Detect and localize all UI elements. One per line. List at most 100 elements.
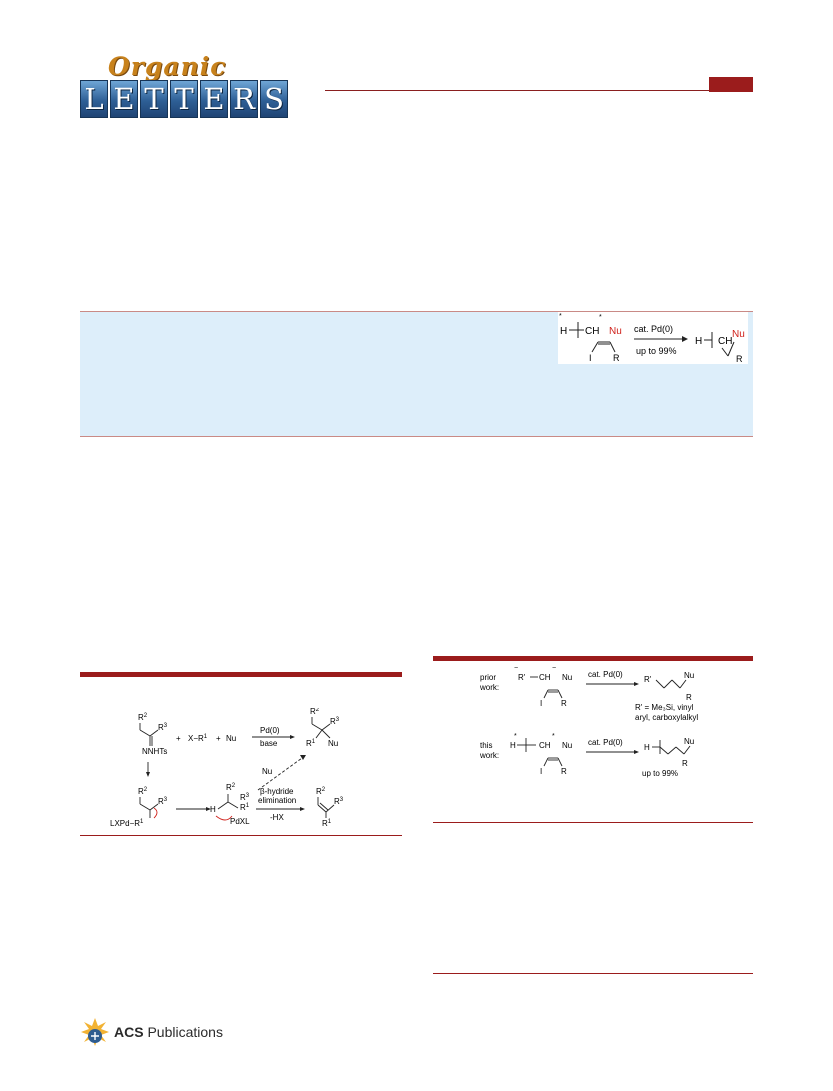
- sch1-bond: [671, 679, 681, 689]
- fig1-bond: [319, 802, 329, 811]
- fig1-bond: [149, 803, 159, 811]
- fig1-hydrazone: NNHTs: [142, 747, 167, 756]
- toc-nu: Nu: [609, 326, 622, 337]
- sch1-star: *: [552, 733, 555, 740]
- sch1-this-h: H: [510, 741, 516, 750]
- sch1-yield: up to 99%: [642, 769, 678, 778]
- sch1-this-rgroup: R: [561, 767, 567, 776]
- logo-letter: T: [140, 80, 168, 118]
- header-rule: [325, 90, 753, 91]
- sch1-prior-reagent: cat. Pd(0): [588, 670, 623, 679]
- fig1-bond: [139, 803, 151, 811]
- fig1-loss: -HX: [270, 813, 284, 822]
- fig1-dashed-arrow: [257, 757, 303, 791]
- sch1-prior-scope-1: R' = Me₃Si, vinyl: [635, 703, 694, 712]
- fig1-red-arrow: [215, 815, 233, 821]
- sch1-prior-product-r: R': [644, 675, 652, 684]
- fig1-bond: [325, 804, 335, 813]
- sch1-bond: [557, 689, 563, 699]
- sch1-prior-label: work:: [479, 683, 499, 692]
- fig1-bond: [321, 729, 331, 739]
- fig1-elimination-line2: elimination: [258, 796, 296, 805]
- toc-bond: [609, 341, 616, 353]
- logo-letter: E: [200, 80, 228, 118]
- sch1-bond: [557, 757, 563, 767]
- sch1-bond: [543, 757, 549, 767]
- fig1-alkyl-r1: R1: [240, 803, 250, 812]
- toc-product-r: R: [736, 354, 743, 364]
- toc-r: R: [613, 353, 620, 363]
- fig1-bond: [321, 723, 331, 731]
- sch1-prior-r: R': [518, 673, 526, 682]
- fig1-r2: R2: [138, 713, 148, 722]
- sch1-bond: [679, 679, 687, 689]
- toc-product-nu: Nu: [732, 329, 745, 340]
- toc-bond: [591, 341, 599, 353]
- fig1-arrowhead: [290, 735, 295, 739]
- toc-product-ch: CH: [718, 336, 732, 347]
- sch1-this-product-nu: Nu: [684, 737, 694, 746]
- sch1-this-ch: CH: [539, 741, 551, 750]
- toc-arrowhead: [682, 336, 688, 342]
- fig1-coupling-partner: X−R1: [188, 734, 208, 743]
- sch1-prior-ch: CH: [539, 673, 551, 682]
- sch1-this-reagent: cat. Pd(0): [588, 738, 623, 747]
- logo-script-text: Organic: [108, 52, 227, 81]
- toc-h: H: [560, 326, 567, 337]
- fig1-elimination-line1: β-hydride: [260, 787, 294, 796]
- fig1-base: base: [260, 739, 278, 748]
- sch1-bond: [659, 746, 669, 755]
- toc-bond: [721, 347, 729, 357]
- fig1-catalyst: Pd(0): [260, 726, 280, 735]
- acs-publications-logo: ACS Publications: [80, 1016, 280, 1048]
- logo-letter: L: [80, 80, 108, 118]
- scheme1-bottom-rule: [433, 822, 753, 823]
- fig1-alkene-r2: R2: [316, 787, 326, 796]
- fig1-nu-attack: Nu: [262, 767, 272, 776]
- scheme1-reaction: prior work: − R' CH − Nu I R cat. Pd(0) …: [479, 665, 698, 778]
- fig1-r3: R3: [158, 723, 168, 732]
- sch1-prior-product-nu: Nu: [684, 671, 694, 680]
- sch1-prior-scope-2: aryl, carboxylalkyl: [635, 713, 698, 722]
- sch1-arrowhead: [634, 750, 639, 754]
- fig1-bond: [217, 801, 229, 810]
- fig1-int-r2: R2: [138, 787, 148, 796]
- fig1-alkyl-r3: R3: [240, 793, 250, 802]
- fig1-bond: [311, 723, 323, 731]
- fig1-bond: [139, 729, 151, 737]
- toc-reagent: cat. Pd(0): [634, 324, 673, 334]
- sch1-bond: [663, 679, 673, 689]
- acs-emblem-icon: [81, 1018, 109, 1046]
- fig1-plus: +: [216, 734, 221, 743]
- fig1-product-r2: R2: [310, 708, 320, 716]
- toc-star-right: *: [599, 314, 602, 321]
- toc-star-left: *: [559, 313, 562, 320]
- sch1-minus: −: [552, 665, 556, 672]
- fig1-arrowhead: [146, 772, 150, 777]
- fig1-product-r1: R1: [306, 739, 316, 748]
- toc-ch: CH: [585, 326, 599, 337]
- sch1-bond: [543, 689, 549, 699]
- toc-yield: up to 99%: [636, 346, 677, 356]
- toc-product-h: H: [695, 336, 702, 347]
- fig1-plus: +: [176, 734, 181, 743]
- sch1-bond: [675, 746, 685, 755]
- fig1-arrowhead: [300, 755, 306, 760]
- sch1-this-product-rgroup: R: [682, 759, 688, 768]
- fig1-alkyl-pd: PdXL: [230, 817, 250, 826]
- sch1-this-nu: Nu: [562, 741, 572, 750]
- sch1-this-product-h: H: [644, 743, 650, 752]
- logo-letter: R: [230, 80, 258, 118]
- sch1-minus: −: [514, 665, 518, 672]
- fig1-product-nu: Nu: [328, 739, 338, 748]
- fig1-bond: [149, 729, 159, 737]
- sch1-star: *: [514, 733, 517, 740]
- logo-letter: S: [260, 80, 288, 118]
- fig1-alkyl-h: H: [210, 805, 216, 814]
- sch1-prior-label: prior: [480, 673, 496, 682]
- sch1-bond: [667, 746, 677, 755]
- toc-background: [558, 312, 748, 364]
- sch1-bond: [655, 679, 665, 689]
- fig1-bond: [227, 801, 239, 809]
- toc-bond: [727, 341, 735, 357]
